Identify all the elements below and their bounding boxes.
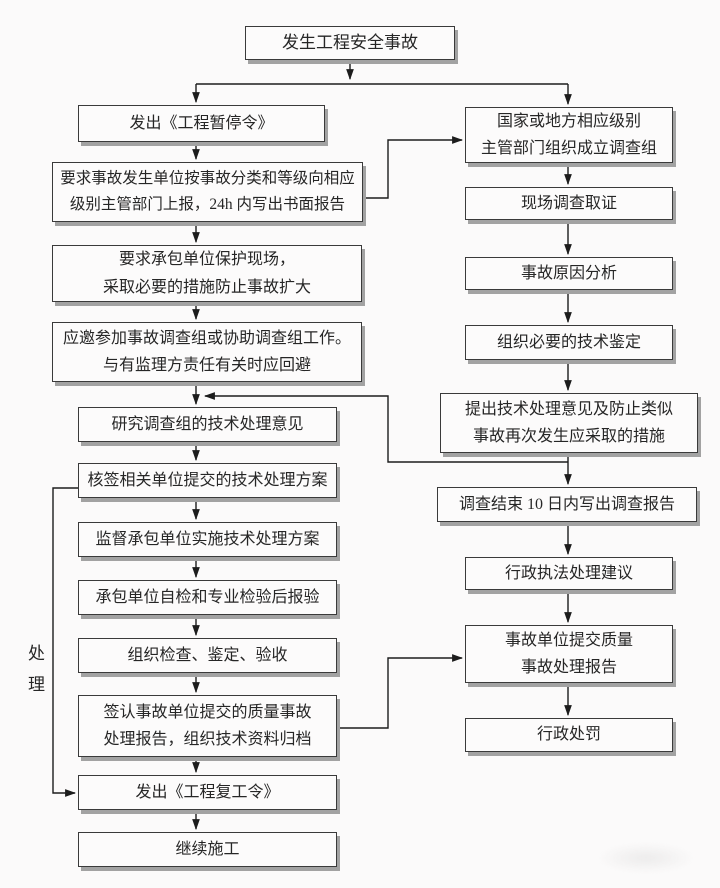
node-technical-appraisal: 组织必要的技术鉴定: [465, 325, 673, 360]
arrow-r5-to-l5: [203, 392, 568, 463]
node-join-investigation-team: 应邀参加事故调查组或协助调查组工作。 与有监理方责任有关时应回避: [52, 322, 362, 382]
node-investigation-report-10-days: 调查结束 10 日内写出调查报告: [437, 487, 697, 522]
node-issue-suspension-order: 发出《工程暂停令》: [78, 105, 325, 142]
node-accident-occurs: 发生工程安全事故: [245, 26, 455, 60]
node-form-investigation-team: 国家或地方相应级别 主管部门组织成立调查组: [465, 107, 673, 163]
side-label-processing: 处理: [25, 644, 44, 706]
node-organize-inspection-acceptance: 组织检查、鉴定、验收: [78, 638, 337, 673]
arrow-l6-to-l11: [52, 487, 78, 797]
node-administrative-enforcement-suggestion: 行政执法处理建议: [465, 557, 673, 590]
node-protect-site: 要求承包单位保护现场， 采取必要的措施防止事故扩大: [52, 245, 362, 302]
node-countersign-technical-plan: 核签相关单位提交的技术处理方案: [78, 463, 337, 498]
node-issue-resumption-order: 发出《工程复工令》: [78, 775, 337, 810]
node-sign-quality-accident-report: 签认事故单位提交的质量事故 处理报告，组织技术资料归档: [78, 695, 337, 757]
arrow-l10-to-r8: [337, 654, 464, 729]
node-require-report-24h: 要求事故发生单位按事故分类和等级向相应 级别主管部门上报，24h 内写出书面报告: [52, 162, 363, 222]
node-site-evidence-collection: 现场调查取证: [465, 187, 673, 220]
node-contractor-self-inspection: 承包单位自检和专业检验后报验: [78, 580, 337, 615]
node-supervise-implementation: 监督承包单位实施技术处理方案: [78, 522, 337, 557]
node-submit-quality-accident-report: 事故单位提交质量 事故处理报告: [465, 625, 673, 683]
node-continue-construction: 继续施工: [78, 832, 337, 867]
node-cause-analysis: 事故原因分析: [465, 257, 673, 290]
node-administrative-penalty: 行政处罚: [465, 718, 673, 752]
watermark: [598, 843, 694, 873]
arrow-l2-to-r1: [363, 136, 464, 199]
node-study-technical-opinions: 研究调查组的技术处理意见: [78, 407, 337, 442]
node-propose-technical-measures: 提出技术处理意见及防止类似 事故再次发生应采取的措施: [440, 393, 698, 453]
